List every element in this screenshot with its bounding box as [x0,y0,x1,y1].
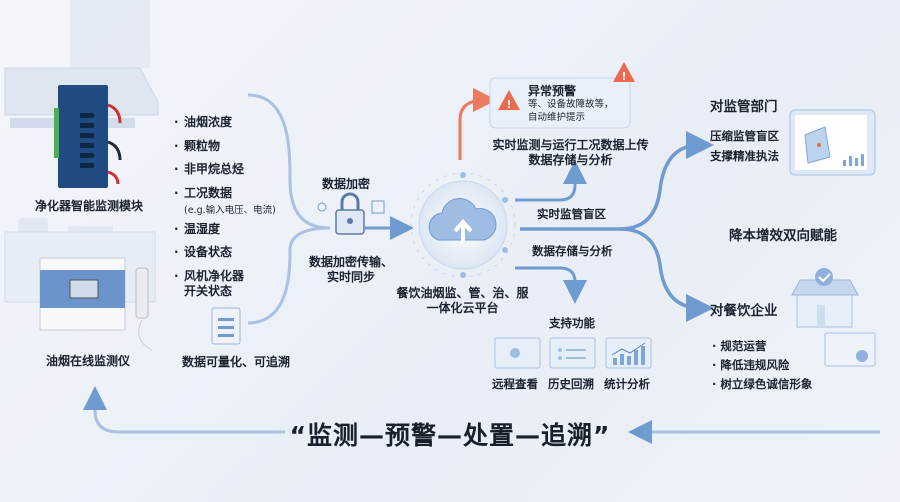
remote-view-icon [494,337,541,369]
list-item: ·工况数据(e.g.输入电压、电流) [174,185,276,216]
enterprise-item: · 树立绿色诚信形象 [712,377,813,391]
tablet-dashboard-icon [789,109,876,176]
regulator-item: 压缩监管盲区 [710,129,779,143]
list-item: ·风机净化器开关状态 [174,268,245,298]
history-icon [549,337,596,369]
alert-title: 异常预警 [528,84,577,98]
document-icon [211,307,241,345]
regulator-item: 支撑精准执法 [710,149,779,163]
branch-storage-label: 数据存储与分析 [532,244,613,258]
branch-realtime-label: 实时监管盲区 [537,207,606,221]
monitoring-module-device [54,85,122,188]
enterprise-title: 对餐饮企业 [710,303,778,319]
platform-label: 餐饮油烟监、管、治、服一体化云平台 [396,286,529,315]
list-item: ·非甲烷总烃 [174,162,245,176]
list-item: ·油烟浓度 [174,115,233,129]
support-title: 支持功能 [549,316,595,330]
regulator-title: 对监管部门 [710,99,778,115]
store-icon [791,268,859,328]
list-item: ·颗粒物 [174,138,221,153]
footer-slogan: “监测—预警—处置—追溯” [289,421,611,450]
encrypt-title: 数据加密 [322,177,371,191]
list-item: ·温湿度 [174,221,221,236]
certificate-icon [824,332,876,367]
support-history: 历史回溯 [548,377,594,391]
quantify-label: 数据可量化、可追溯 [182,355,291,369]
enterprise-item: · 规范运营 [712,339,767,353]
svg-text:!: ! [621,70,626,83]
online-monitor-instrument [39,257,153,351]
list-item: ·设备状态 [174,245,233,259]
enterprise-item: · 降低违规风险 [712,358,790,372]
upload-label: 实时监测与运行工况数据上传数据存储与分析 [492,138,649,167]
statistics-icon [605,337,652,369]
monitored-data-list: ·油烟浓度 ·颗粒物 ·非甲烷总烃 ·工况数据(e.g.输入电压、电流) ·温湿… [174,115,276,307]
alert-card: ! ! [489,62,635,129]
instrument-label: 油烟在线监测仪 [46,354,131,368]
support-remote-view: 远程查看 [492,377,538,391]
alert-desc: 等、设备故障故等，自动维护提示 [528,99,614,123]
cloud-upload-icon [410,172,516,278]
encrypt-caption: 数据加密传输、实时同步 [308,255,393,284]
lock-icon [317,192,385,235]
module-label: 净化器智能监测模块 [35,199,144,213]
svg-text:!: ! [506,98,511,111]
support-statistics: 统计分析 [604,377,650,391]
center-slogan: 降本增效双向赋能 [729,228,837,244]
